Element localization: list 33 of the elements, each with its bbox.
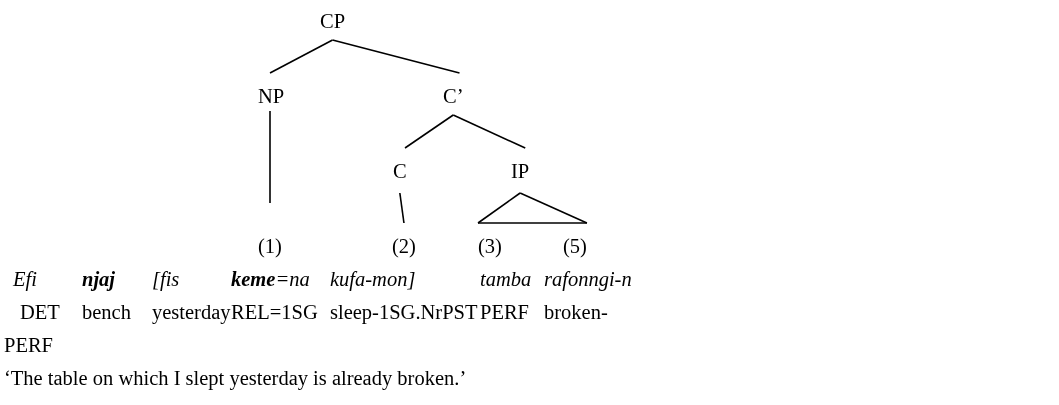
category-label: NP — [258, 83, 285, 109]
category-label: IP — [511, 158, 530, 184]
gloss-word: njaj — [82, 267, 116, 292]
gloss-word: rafonngi-n — [544, 267, 632, 292]
gloss-translation: DET — [20, 300, 60, 325]
tree-branch — [331, 39, 461, 74]
tree-branch — [269, 39, 334, 74]
gloss-translation: PERF — [480, 300, 529, 325]
tree-branch — [269, 110, 271, 204]
gloss-translation: broken- — [544, 300, 608, 325]
free-translation: ‘The table on which I slept yesterday is already broken.’ — [4, 366, 467, 391]
tree-branch — [519, 192, 588, 224]
tree-branch — [477, 192, 521, 224]
tree-branch — [452, 114, 527, 149]
category-label: C’ — [443, 83, 464, 109]
constituent-index: (5) — [563, 233, 587, 259]
tree-branch — [404, 114, 455, 149]
gloss-translation: PERF — [4, 333, 53, 358]
gloss-translation: REL=1SG — [231, 300, 318, 323]
gloss-translation: sleep-1SG.NrPST — [330, 300, 478, 325]
gloss-word: Efi — [13, 267, 37, 292]
gloss-translation: bench — [82, 300, 131, 325]
constituent-index: (1) — [258, 233, 282, 259]
category-label: C — [393, 158, 407, 184]
gloss-translation: yesterday — [152, 300, 231, 325]
gloss-word: keme=na — [231, 267, 310, 292]
gloss-word: tamba — [480, 267, 532, 292]
category-label: CP — [320, 8, 346, 34]
constituent-index: (2) — [392, 233, 416, 259]
constituent-index: (3) — [478, 233, 502, 259]
gloss-word: kufa-mon] — [330, 267, 416, 292]
tree-branch — [399, 192, 405, 224]
gloss-word: [fis — [152, 267, 180, 292]
